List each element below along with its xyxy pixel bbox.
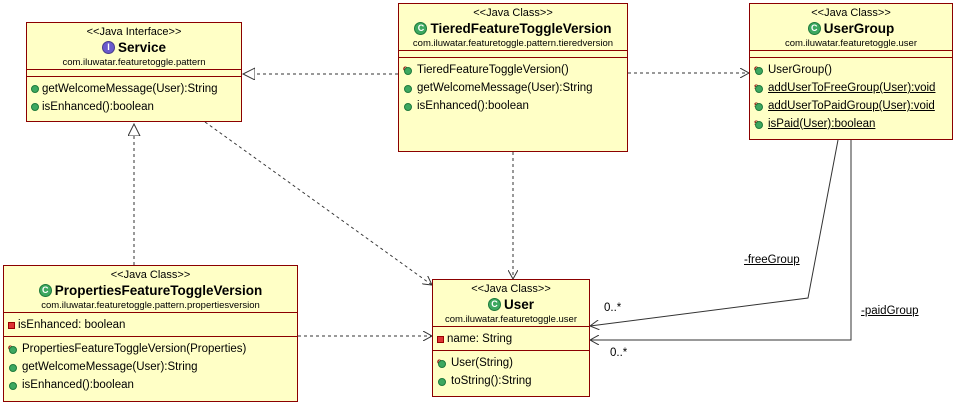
method: toString():String — [451, 375, 532, 387]
public-method-icon — [755, 85, 763, 93]
method: isEnhanced():boolean — [417, 100, 529, 112]
class-name: TieredFeatureToggleVersion — [430, 21, 612, 36]
package-name: com.iluwatar.featuretoggle.pattern — [62, 57, 206, 68]
freegroup-association-edge — [590, 139, 839, 326]
method: UserGroup() — [768, 64, 832, 76]
freegroup-multiplicity: 0..* — [604, 302, 622, 314]
class-icon: C — [807, 22, 821, 35]
package-name: com.iluwatar.featuretoggle.pattern.prope… — [41, 300, 260, 311]
public-method-icon — [31, 85, 39, 93]
public-method-icon — [9, 364, 17, 372]
interface-icon: I — [101, 41, 115, 54]
static-method: addUserToPaidGroup(User):void — [768, 100, 935, 112]
paidgroup-association-edge — [590, 140, 852, 340]
method: getWelcomeMessage(User):String — [22, 361, 198, 373]
field: name: String — [447, 333, 513, 345]
package-name: com.iluwatar.featuretoggle.pattern.tiere… — [412, 38, 614, 49]
package-name: com.iluwatar.featuretoggle.user — [784, 38, 918, 49]
paidgroup-role-label: -paidGroup — [861, 305, 919, 317]
public-method-icon — [9, 382, 17, 390]
method: getWelcomeMessage(User):String — [417, 82, 593, 94]
method: getWelcomeMessage(User):String — [42, 83, 218, 95]
stereotype: <<Java Class>> — [811, 7, 891, 19]
stereotype: <<Java Class>> — [471, 283, 551, 295]
method: User(String) — [451, 357, 513, 369]
private-field-icon — [437, 335, 444, 343]
public-method-icon — [755, 67, 763, 75]
field: isEnhanced: boolean — [18, 319, 126, 331]
static-method: addUserToFreeGroup(User):void — [768, 82, 936, 94]
public-method-icon — [755, 103, 763, 111]
method: isEnhanced():boolean — [42, 101, 154, 113]
service-uses-user-edge — [204, 121, 432, 285]
class-icon: C — [487, 298, 501, 311]
method: PropertiesFeatureToggleVersion(Propertie… — [22, 343, 247, 355]
class-name: Service — [117, 40, 167, 55]
stereotype: <<Java Class>> — [110, 269, 191, 281]
public-method-icon — [31, 103, 39, 111]
class-name: UserGroup — [823, 21, 895, 36]
stereotype: <<Java Interface>> — [86, 26, 182, 38]
public-method-icon — [9, 346, 17, 354]
public-method-icon — [438, 360, 446, 368]
paidgroup-multiplicity: 0..* — [610, 347, 628, 359]
public-method-icon — [404, 85, 412, 93]
stereotype: <<Java Class>> — [473, 7, 553, 19]
private-field-icon — [8, 321, 15, 329]
class-name: User — [503, 297, 535, 312]
class-icon: C — [38, 284, 52, 297]
class-icon: C — [414, 22, 428, 35]
class-name: PropertiesFeatureToggleVersion — [54, 283, 263, 298]
method: TieredFeatureToggleVersion() — [417, 64, 569, 76]
public-method-icon — [404, 103, 412, 111]
freegroup-role-label: -freeGroup — [744, 254, 800, 266]
public-method-icon — [404, 67, 412, 75]
static-method: isPaid(User):boolean — [768, 118, 876, 130]
public-method-icon — [438, 378, 446, 386]
public-method-icon — [755, 121, 763, 129]
method: isEnhanced():boolean — [22, 379, 134, 391]
package-name: com.iluwatar.featuretoggle.user — [444, 314, 578, 325]
